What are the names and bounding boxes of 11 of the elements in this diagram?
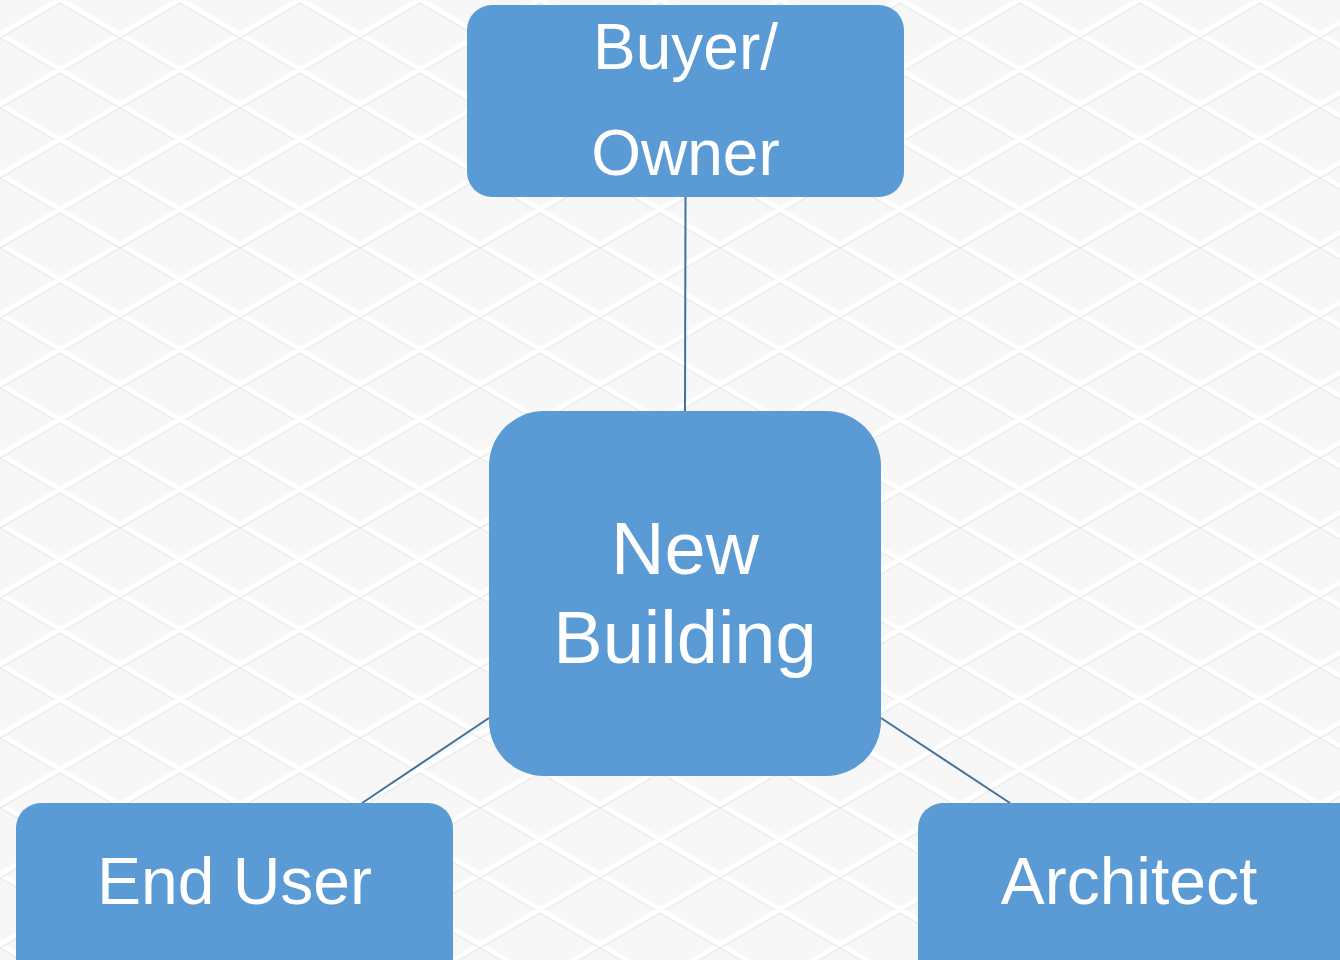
box-label: Architect [1000,842,1258,920]
box-label: End User [96,842,373,920]
process-box [918,803,1340,960]
process-box [489,411,881,776]
connector-line [361,716,490,804]
box-label: Buyer/ Owner [590,10,781,191]
process-box [467,5,904,197]
process-box [16,803,453,960]
box-label: New Building [552,505,818,681]
connector-line [684,196,687,412]
connector-line [880,716,1011,804]
